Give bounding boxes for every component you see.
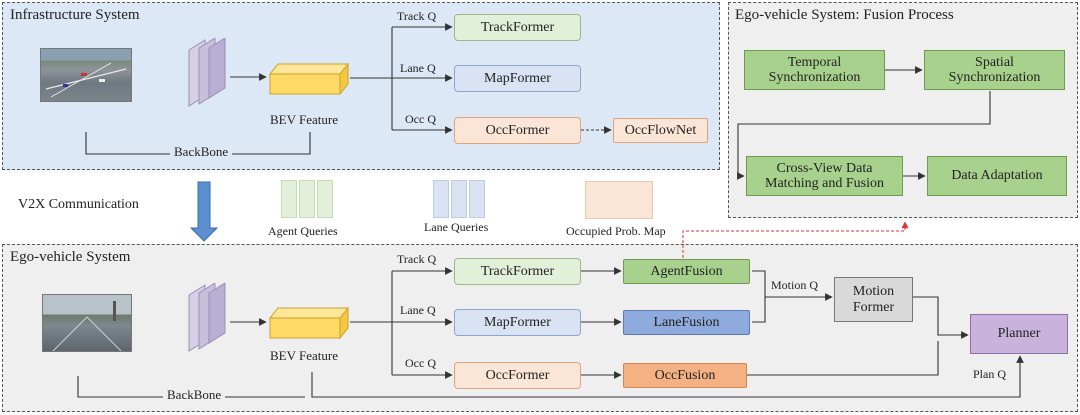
ego-mapformer-box: MapFormer [454, 309, 581, 336]
temporal-synchronization-box: Temporal Synchronization [744, 50, 885, 90]
ego-backbone-icon [183, 282, 233, 355]
agent-queries-icon [281, 180, 343, 218]
lanefusion-box: LaneFusion [623, 310, 750, 335]
ego-bev-label: BEV Feature [270, 348, 338, 363]
temporal-line2: Synchronization [768, 70, 861, 85]
infrastructure-trackformer-box: TrackFormer [454, 14, 581, 41]
occfusion-box: OccFusion [623, 363, 747, 388]
cross-view-fusion-box: Cross-View Data Matching and Fusion [746, 156, 903, 196]
ego-lane-q-label: Lane Q [400, 303, 436, 317]
data-adaptation-box: Data Adaptation [927, 156, 1067, 196]
fusion-title: Ego-vehicle System: Fusion Process [735, 7, 954, 23]
ego-track-q-label: Track Q [397, 252, 437, 266]
ego-camera-image [42, 294, 132, 352]
lane-queries-label: Lane Queries [424, 220, 489, 234]
plan-q-label: Plan Q [973, 367, 1006, 381]
v2x-communication-label: V2X Communication [18, 197, 139, 212]
ego-bev-feature-icon [268, 306, 352, 340]
ego-occ-q-label: Occ Q [405, 356, 436, 370]
infrastructure-mapformer-box: MapFormer [454, 65, 581, 92]
occupied-prob-map-icon [585, 181, 653, 219]
infrastructure-track-q-label: Track Q [397, 9, 437, 23]
ego-occformer-box: OccFormer [454, 362, 581, 389]
motion-q-label: Motion Q [771, 278, 819, 292]
ego-trackformer-box: TrackFormer [454, 258, 581, 285]
lane-queries-icon [433, 180, 495, 218]
motion-line2: Former [852, 299, 895, 315]
ego-title: Ego-vehicle System [10, 249, 131, 265]
infrastructure-title: Infrastructure System [10, 7, 140, 23]
planner-box: Planner [970, 314, 1068, 354]
infrastructure-backbone-icon [183, 37, 233, 110]
infrastructure-backbone-label: BackBone [170, 144, 233, 160]
spatial-line2: Synchronization [948, 70, 1041, 85]
infrastructure-occ-q-label: Occ Q [405, 112, 436, 126]
crossview-line1: Cross-View Data [776, 160, 873, 176]
agent-queries-label: Agent Queries [268, 224, 338, 238]
infrastructure-occformer-box: OccFormer [454, 117, 581, 144]
infrastructure-bev-feature-icon [268, 62, 352, 96]
motion-former-box: Motion Former [834, 277, 913, 322]
infrastructure-occflownet-box: OccFlowNet [613, 118, 708, 143]
temporal-line1: Temporal [787, 54, 842, 70]
crossview-line2: Matching and Fusion [765, 176, 884, 191]
occupied-prob-map-label: Occupied Prob. Map [566, 224, 666, 238]
ego-backbone-label: BackBone [163, 387, 226, 403]
infrastructure-camera-image [40, 48, 132, 102]
spatial-line1: Spatial [975, 54, 1014, 70]
infrastructure-lane-q-label: Lane Q [400, 61, 436, 75]
agentfusion-box: AgentFusion [623, 259, 750, 284]
infrastructure-bev-label: BEV Feature [270, 112, 338, 127]
spatial-synchronization-box: Spatial Synchronization [924, 50, 1065, 90]
motion-line1: Motion [852, 284, 895, 300]
